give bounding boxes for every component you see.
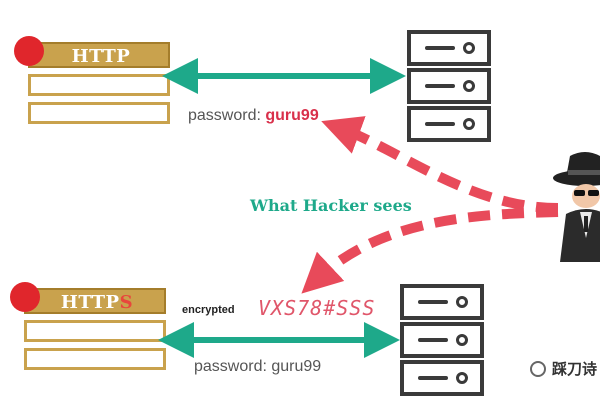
red-dot-icon [14, 36, 44, 66]
http-password-prefix: password: [188, 107, 266, 124]
hacker-caption: What Hacker sees [250, 196, 412, 215]
hacker-to-http-path [321, 116, 559, 213]
hacker-to-https-path [301, 207, 559, 294]
https-protocol-label: HTTP [60, 292, 120, 313]
https-browser-panel: HTTPS [10, 282, 166, 378]
https-protocol-suffix: S [119, 292, 134, 313]
http-title-bar: HTTP [28, 42, 170, 68]
http-password-value: guru99 [265, 107, 319, 124]
server-icon [400, 284, 484, 396]
watermark-text: 踩刀诗 [552, 360, 598, 378]
https-password-label: password: guru99 [194, 358, 322, 375]
https-panel-row [24, 348, 166, 370]
https-title-bar: HTTPS [24, 288, 166, 314]
hacker-icon [553, 152, 600, 262]
http-protocol-label: HTTP [71, 46, 131, 67]
red-dot-icon [10, 282, 40, 312]
http-panel-row [28, 102, 170, 124]
wechat-icon [530, 360, 546, 377]
server-icon [407, 30, 491, 142]
encrypted-label: encrypted [182, 304, 235, 316]
watermark: 踩刀诗 [530, 358, 597, 379]
cipher-text: VXS78#SSS [258, 296, 376, 320]
http-password-label: password: guru99 [188, 107, 319, 125]
